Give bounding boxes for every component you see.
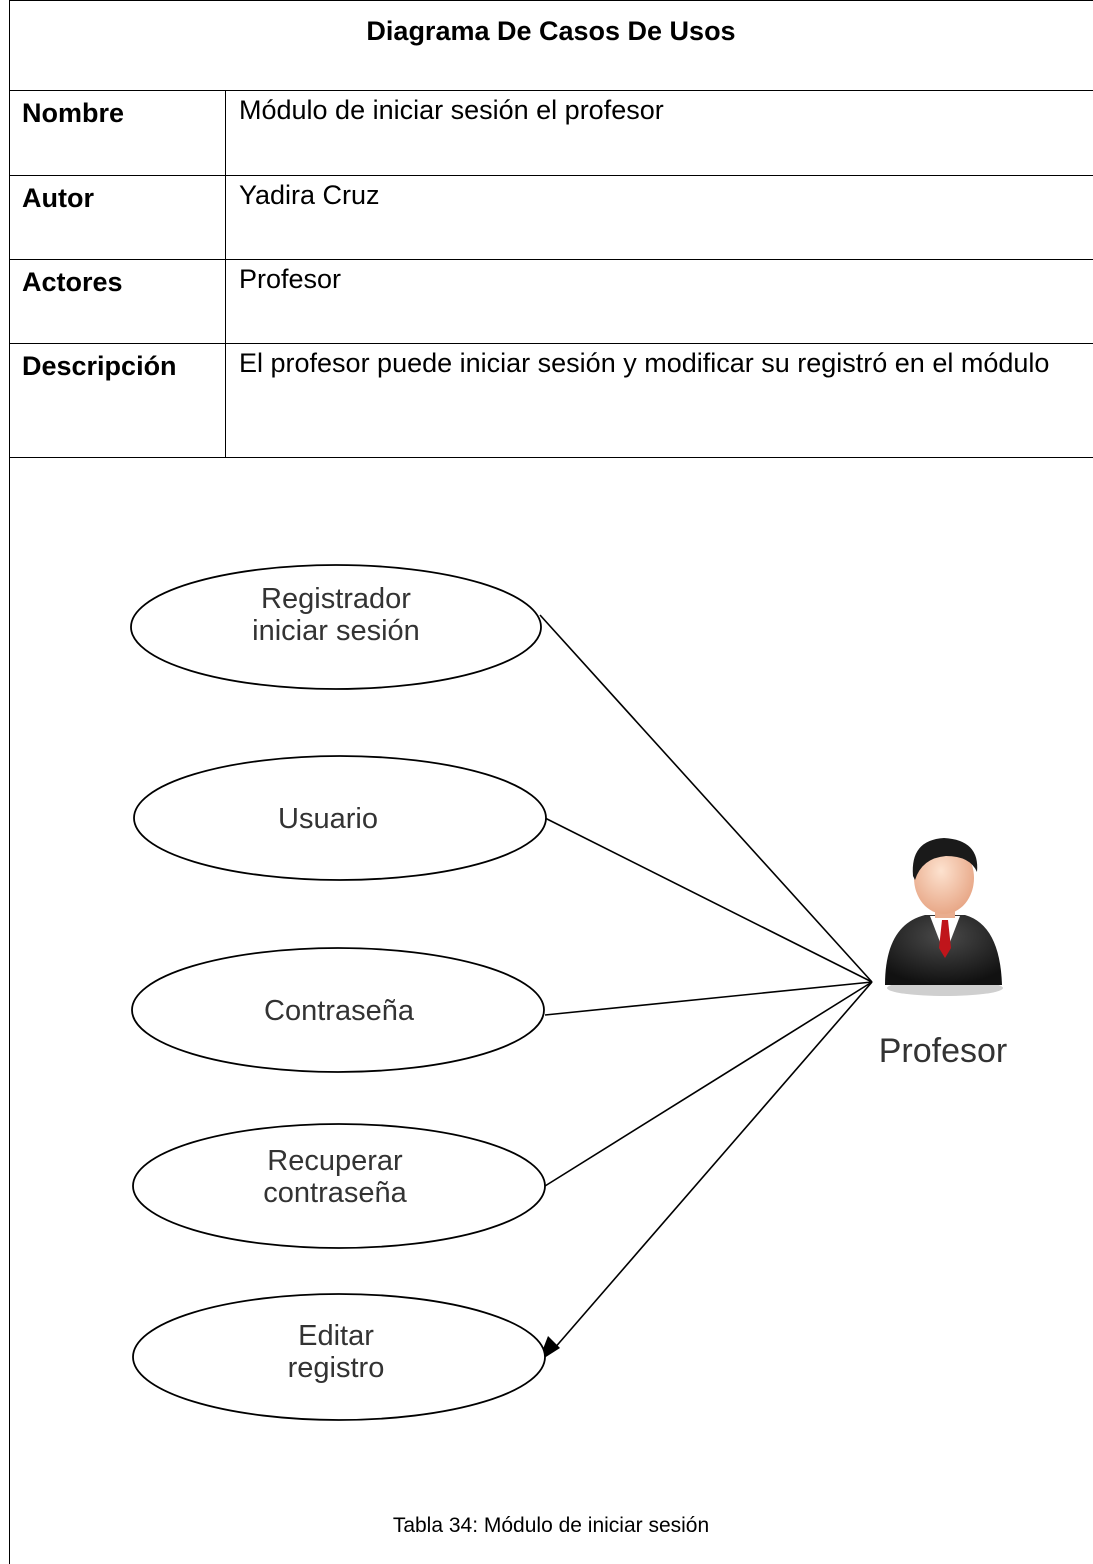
table-border — [9, 259, 1093, 260]
table-border — [225, 90, 226, 457]
use-case-table: Diagrama De Casos De Usos Nombre Módulo … — [9, 0, 1093, 1564]
row-value-actores: Profesor — [239, 264, 342, 294]
row-value-nombre: Módulo de iniciar sesión el profesor — [239, 95, 664, 125]
table-border — [9, 0, 10, 1564]
table-border — [9, 457, 1093, 458]
row-label-nombre: Nombre — [22, 98, 125, 128]
table-caption: Tabla 34: Módulo de iniciar sesión — [392, 1514, 710, 1537]
row-label-actores: Actores — [22, 267, 123, 297]
table-border — [9, 175, 1093, 176]
table-title: Diagrama De Casos De Usos — [366, 16, 736, 46]
row-label-autor: Autor — [22, 183, 94, 213]
table-border — [9, 0, 1093, 1]
table-border — [9, 90, 1093, 91]
row-value-descripcion: El profesor puede iniciar sesión y modif… — [239, 348, 1050, 378]
row-value-autor: Yadira Cruz — [239, 180, 380, 210]
table-border — [9, 343, 1093, 344]
row-label-descripcion: Descripción — [22, 351, 177, 381]
